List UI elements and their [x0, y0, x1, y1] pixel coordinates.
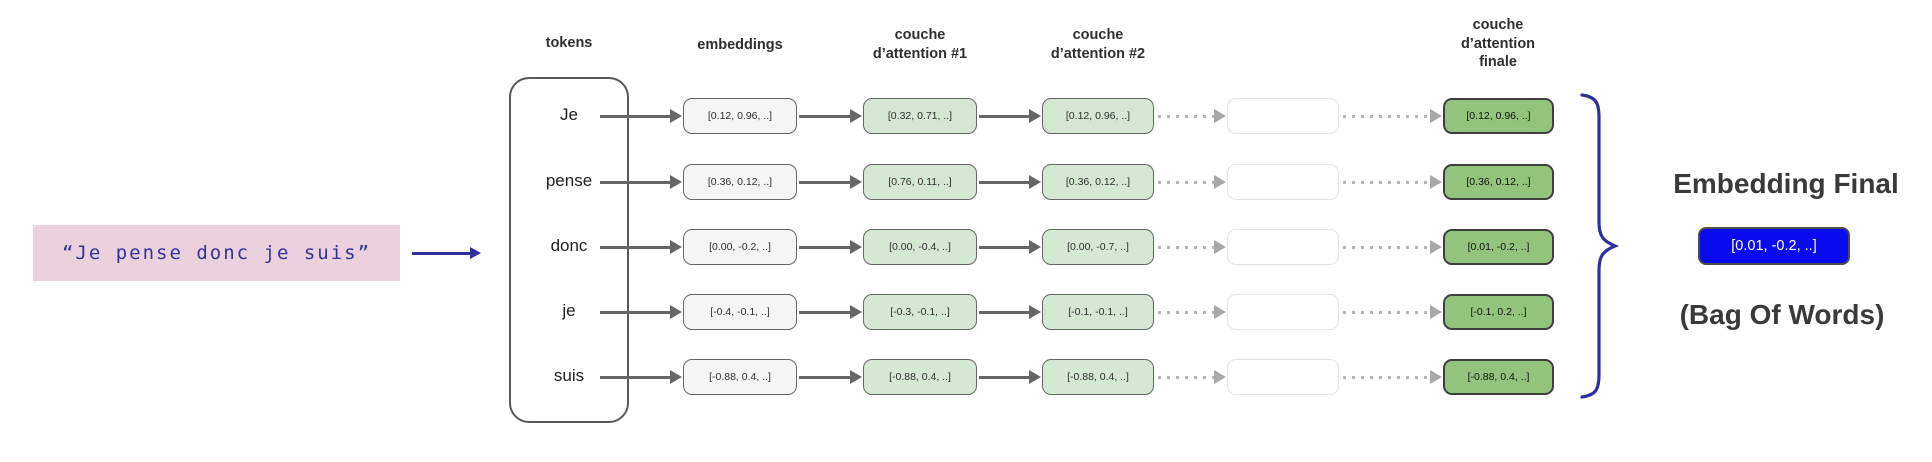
token-label: pense: [545, 171, 593, 190]
hidden-layers-box: [1227, 359, 1339, 395]
dotted-arrow-icon: [1343, 114, 1430, 118]
dotted-arrow-icon: [1158, 114, 1214, 118]
column-header-attention-final: couche d’attention finale: [1460, 17, 1536, 71]
flow-arrow-icon: [799, 310, 850, 314]
flow-arrow-icon: [600, 310, 670, 314]
column-header-tokens: tokens: [545, 35, 593, 51]
flow-arrow-icon: [979, 114, 1029, 118]
flow-arrow-icon: [600, 375, 670, 379]
attention2-box: [-0.88, 0.4, ..]: [1042, 359, 1154, 395]
final-attention-box: [0.12, 0.96, ..]: [1443, 98, 1554, 134]
flow-arrow-icon: [979, 310, 1029, 314]
output-title: Embedding Final: [1673, 168, 1899, 199]
embedding-box: [0.12, 0.96, ..]: [683, 98, 797, 134]
final-attention-box: [-0.1, 0.2, ..]: [1443, 294, 1554, 330]
input-arrow-icon: [412, 252, 470, 255]
embedding-box: [0.36, 0.12, ..]: [683, 164, 797, 200]
final-attention-box: [0.36, 0.12, ..]: [1443, 164, 1554, 200]
attention2-box: [-0.1, -0.1, ..]: [1042, 294, 1154, 330]
flow-arrow-icon: [600, 180, 670, 184]
token-label: suis: [553, 366, 585, 385]
embedding-box: [0.00, -0.2, ..]: [683, 229, 797, 265]
flow-arrow-icon: [799, 180, 850, 184]
final-embedding-box: [0.01, -0.2, ..]: [1698, 227, 1850, 265]
token-label: je: [562, 301, 576, 320]
attention2-box: [0.36, 0.12, ..]: [1042, 164, 1154, 200]
dotted-arrow-icon: [1158, 375, 1214, 379]
dotted-arrow-icon: [1158, 310, 1214, 314]
column-header-attention2: couche d’attention #2: [1050, 27, 1146, 62]
dotted-arrow-icon: [1343, 180, 1430, 184]
attention2-box: [0.00, -0.7, ..]: [1042, 229, 1154, 265]
attention1-box: [0.32, 0.71, ..]: [863, 98, 977, 134]
flow-arrow-icon: [799, 114, 850, 118]
curly-brace-icon: [1580, 93, 1620, 399]
final-attention-box: [0.01, -0.2, ..]: [1443, 229, 1554, 265]
dotted-arrow-icon: [1343, 310, 1430, 314]
final-embedding-value: [0.01, -0.2, ..]: [1731, 238, 1817, 254]
embedding-box: [-0.88, 0.4, ..]: [683, 359, 797, 395]
embedding-box: [-0.4, -0.1, ..]: [683, 294, 797, 330]
input-sentence-text: “Je pense donc je suis”: [61, 242, 372, 264]
attention2-box: [0.12, 0.96, ..]: [1042, 98, 1154, 134]
column-header-embeddings: embeddings: [697, 37, 783, 53]
flow-arrow-icon: [600, 245, 670, 249]
output-subtitle: (Bag Of Words): [1679, 299, 1885, 330]
attention1-box: [-0.88, 0.4, ..]: [863, 359, 977, 395]
flow-arrow-icon: [979, 245, 1029, 249]
dotted-arrow-icon: [1343, 375, 1430, 379]
dotted-arrow-icon: [1343, 245, 1430, 249]
column-header-attention1: couche d’attention #1: [872, 27, 968, 62]
hidden-layers-box: [1227, 164, 1339, 200]
flow-arrow-icon: [979, 375, 1029, 379]
hidden-layers-box: [1227, 229, 1339, 265]
dotted-arrow-icon: [1158, 180, 1214, 184]
attention1-box: [0.00, -0.4, ..]: [863, 229, 977, 265]
hidden-layers-box: [1227, 98, 1339, 134]
flow-arrow-icon: [799, 245, 850, 249]
final-attention-box: [-0.88, 0.4, ..]: [1443, 359, 1554, 395]
flow-arrow-icon: [979, 180, 1029, 184]
token-label: Je: [560, 105, 578, 124]
hidden-layers-box: [1227, 294, 1339, 330]
tokens-container: [509, 77, 629, 423]
input-sentence-box: “Je pense donc je suis”: [33, 225, 400, 281]
flow-arrow-icon: [600, 114, 670, 118]
dotted-arrow-icon: [1158, 245, 1214, 249]
token-label: donc: [550, 236, 588, 255]
attention1-box: [-0.3, -0.1, ..]: [863, 294, 977, 330]
flow-arrow-icon: [799, 375, 850, 379]
attention1-box: [0.76, 0.11, ..]: [863, 164, 977, 200]
